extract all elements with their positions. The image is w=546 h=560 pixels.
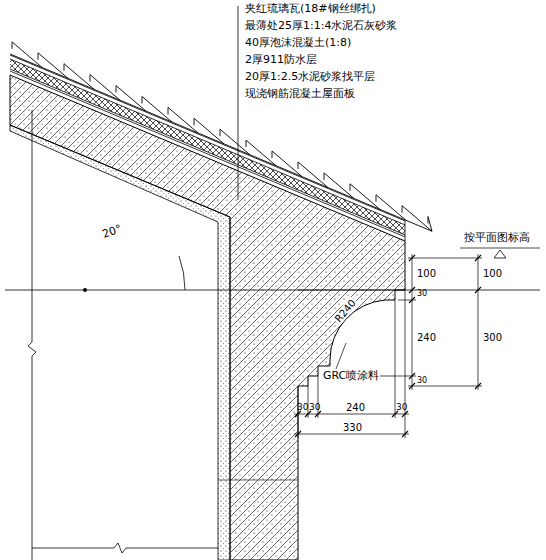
wall-section-line: [218, 480, 298, 481]
stroke: [308, 386, 309, 418]
dimension-label: 100: [483, 268, 502, 279]
stroke: [220, 129, 221, 136]
stroke: [116, 86, 146, 112]
dimension-label: 240: [346, 402, 365, 413]
break-line: [28, 110, 36, 560]
stroke: [116, 86, 117, 93]
stroke: [168, 107, 198, 133]
stroke: [409, 287, 415, 293]
dimension-label: 按平面图标高: [464, 232, 530, 244]
stroke: [142, 96, 143, 103]
level-symbol: [494, 250, 506, 258]
dimension-label: 30: [309, 403, 320, 413]
concrete-slab-wall: [10, 75, 405, 560]
stroke: [194, 118, 195, 125]
dimension-label: 20°: [100, 223, 124, 242]
stroke: [408, 258, 482, 259]
dimension-label: 240: [417, 332, 436, 343]
stroke: [398, 300, 416, 301]
stroke: [38, 53, 68, 79]
angle-center: [83, 288, 87, 292]
layer-note: 最薄处25厚1:1:4水泥石灰砂浆: [245, 20, 397, 32]
stroke: [324, 173, 325, 180]
stroke: [64, 64, 94, 90]
stroke: [294, 434, 409, 435]
stroke: [272, 151, 273, 158]
stroke: [90, 75, 91, 82]
stroke: [220, 129, 250, 155]
stroke: [350, 184, 380, 210]
stroke: [12, 42, 13, 49]
stroke: [402, 206, 432, 232]
layer-note: 现浇钢筋混凝土屋面板: [245, 88, 355, 100]
stroke: [395, 300, 396, 418]
dimension-label: 30: [417, 290, 427, 299]
stroke: [64, 64, 65, 71]
stroke: [408, 386, 482, 387]
stroke: [168, 107, 169, 114]
break-line: [32, 543, 218, 553]
stroke: [142, 96, 172, 122]
stroke: [272, 151, 302, 177]
dimension-label: 100: [417, 268, 436, 279]
leader-line: [336, 343, 346, 369]
stroke: [412, 254, 413, 390]
stroke: [350, 184, 351, 191]
stroke: [405, 290, 406, 438]
layer-note: 2厚911防水层: [245, 54, 317, 66]
stroke: [298, 162, 299, 169]
layer-note: 夹红琉璃瓦(18#钢丝绑扎): [245, 3, 376, 15]
dimension-label: GRC喷涂料: [322, 370, 380, 382]
layer-note: 20厚1:2.5水泥砂浆找平层: [245, 71, 375, 83]
stroke: [376, 195, 406, 221]
stroke: [38, 53, 39, 60]
dimension-label: 300: [483, 332, 502, 343]
dimension-label: 330: [343, 422, 362, 433]
interior-plaster: [10, 125, 230, 560]
stroke: [324, 173, 354, 199]
level-symbol: [460, 248, 540, 249]
stroke: [376, 195, 377, 202]
stroke: [90, 75, 120, 101]
stroke: [194, 118, 224, 144]
stroke: [294, 414, 409, 415]
stroke: [428, 217, 432, 232]
leader-line: [238, 6, 239, 200]
angle-arc: [179, 256, 185, 290]
stroke: [478, 254, 479, 390]
dimension-label: 30: [417, 377, 427, 386]
stroke: [246, 140, 247, 147]
stroke: [402, 206, 403, 213]
dimension-lines: [294, 254, 482, 438]
dimension-label: 30: [297, 403, 308, 413]
stroke: [428, 217, 429, 224]
dimension-label: 30: [396, 403, 407, 413]
layer-note: 40厚泡沫混凝土(1:8): [245, 37, 351, 49]
stroke: [246, 140, 276, 166]
stroke: [12, 42, 42, 68]
stroke: [475, 287, 481, 293]
stroke: [298, 162, 328, 188]
